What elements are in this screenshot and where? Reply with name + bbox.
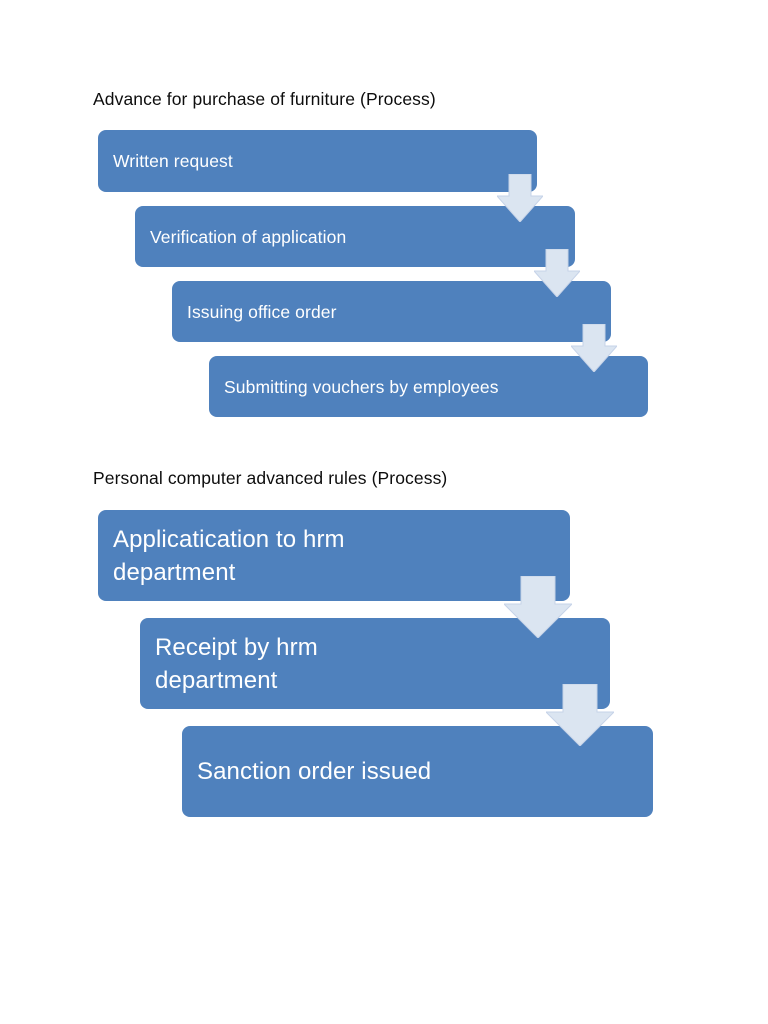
process-step-label: Sanction order issued (197, 758, 432, 785)
process-step-box[interactable]: Issuing office order (172, 281, 611, 342)
process-step-label: Receipt by hrm department (155, 633, 318, 694)
process-step-label: Applicatication to hrm department (113, 525, 345, 586)
process-step-label: Written request (113, 151, 233, 171)
process-step-box[interactable]: Sanction order issued (182, 726, 653, 817)
process-step-box[interactable]: Written request (98, 130, 537, 192)
process-step-label: Verification of application (150, 226, 347, 247)
section-title-advance-furniture: Advance for purchase of furniture (Proce… (93, 89, 436, 109)
process-step-label: Issuing office order (187, 301, 337, 322)
process-step-box[interactable]: Submitting vouchers by employees (209, 356, 648, 417)
process-step-box[interactable]: Applicatication to hrm department (98, 510, 570, 601)
process-step-box[interactable]: Verification of application (135, 206, 575, 267)
process-step-box[interactable]: Receipt by hrm department (140, 618, 610, 709)
section-title-pc-advanced-rules: Personal computer advanced rules (Proces… (93, 468, 448, 488)
process-step-label: Submitting vouchers by employees (224, 376, 499, 397)
